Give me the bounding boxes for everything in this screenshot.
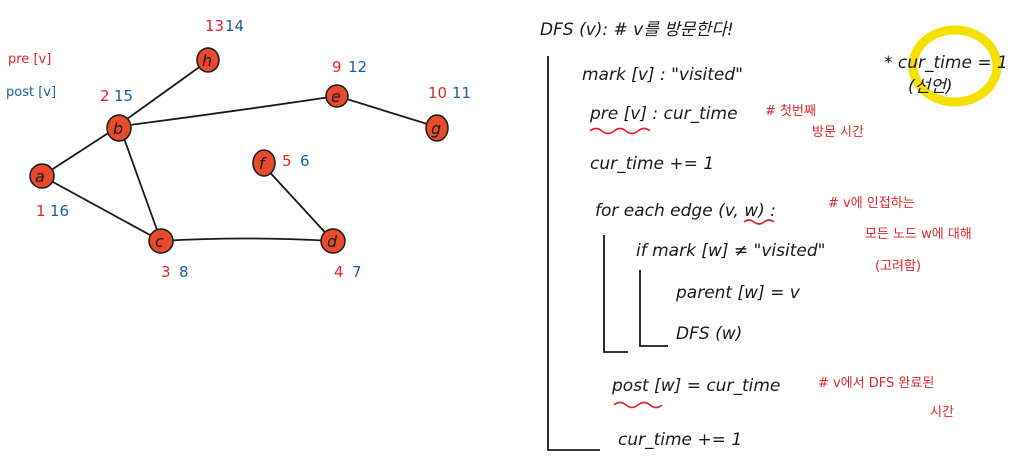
edge-a-c [41,175,162,242]
node-f-label: f [259,154,267,173]
node-h-label: h [202,51,212,70]
node-d-label: d [327,232,338,251]
code-line-for-comment2: 모든 노드 w에 대해 [865,227,972,242]
code-header: DFS (v): # v를 방문한다! [540,20,734,40]
node-g-label: g [431,119,441,138]
node-e: e [325,84,349,108]
node-h: h [196,47,220,73]
node-a: a [29,163,55,189]
vw-underline [743,219,775,225]
code-line-pre-comment: # 첫번째 [765,104,816,119]
node-c-pre: 3 [161,263,171,281]
node-b-label: b [113,119,123,138]
code-line-post-comment: # v에서 DFS 완료된 [818,376,934,391]
node-c-label: c [155,232,164,251]
cur-time-note: * cur_time = 1 (선언) [884,25,1008,107]
node-e-label: e [331,87,341,106]
node-f-post: 6 [300,152,310,170]
outer-block-bracket [547,56,600,451]
node-d-post: 7 [352,263,362,281]
code-line-if: if mark [w] ≠ "visited" [636,241,825,261]
code-line-pre: pre [v] : cur_time [589,104,738,124]
node-d-pre: 4 [334,263,344,281]
pseudocode-block: DFS (v): # v를 방문한다! mark [v] : "visited"… [540,20,972,451]
node-e-post: 12 [348,58,367,76]
legend-post-label: post [v] [6,85,56,100]
node-a-post: 16 [50,202,69,220]
code-line-for: for each edge (v, w) : [595,201,776,221]
note-text: * cur_time = 1 [884,53,1008,73]
edge-e-g [336,95,438,128]
code-line-inc2: cur_time += 1 [618,430,742,450]
node-b: b [106,114,132,142]
for-block-bracket [603,235,628,353]
code-line-for-comment: # v에 인접하는 [828,196,915,211]
code-line-parent: parent [w] = v [675,283,801,303]
code-line-pre-comment2: 방문 시간 [812,125,864,140]
node-c-post: 8 [179,263,189,281]
node-f: f [252,149,276,177]
legend-pre-label: pre [v] [8,52,51,67]
node-f-pre: 5 [282,152,292,170]
node-h-pre: 13 [205,17,224,35]
code-line-for-comment3: (고려함) [875,259,921,274]
node-g: g [425,114,449,142]
node-g-pre: 10 [428,84,447,102]
code-line-dfs: DFS (w) [676,324,742,344]
code-line-post: post [w] = cur_time [611,376,780,396]
node-e-pre: 9 [332,58,342,76]
node-b-pre: 2 [100,87,110,105]
node-a-pre: 1 [36,202,46,220]
edge-b-e [121,95,338,127]
node-a-label: a [35,167,45,186]
node-c: c [148,228,174,254]
code-line-mark: mark [v] : "visited" [582,65,743,85]
edge-b-h [119,62,206,125]
code-line-post-comment2: 시간 [930,405,954,420]
code-line-inc1: cur_time += 1 [590,154,714,174]
edge-f-d [263,165,334,242]
node-d: d [320,228,346,254]
node-g-post: 11 [452,84,471,102]
note-subtext: (선언) [908,77,953,97]
pre-underline [589,127,651,135]
node-b-post: 15 [114,87,133,105]
edge-c-d [160,237,334,242]
post-underline [613,401,663,409]
node-h-post: 14 [225,17,244,35]
edge-b-c [120,129,162,242]
edge-a-b [41,127,117,177]
graph-edges [41,62,438,242]
note-highlight-circle [908,25,1002,107]
if-block-bracket [639,270,668,347]
